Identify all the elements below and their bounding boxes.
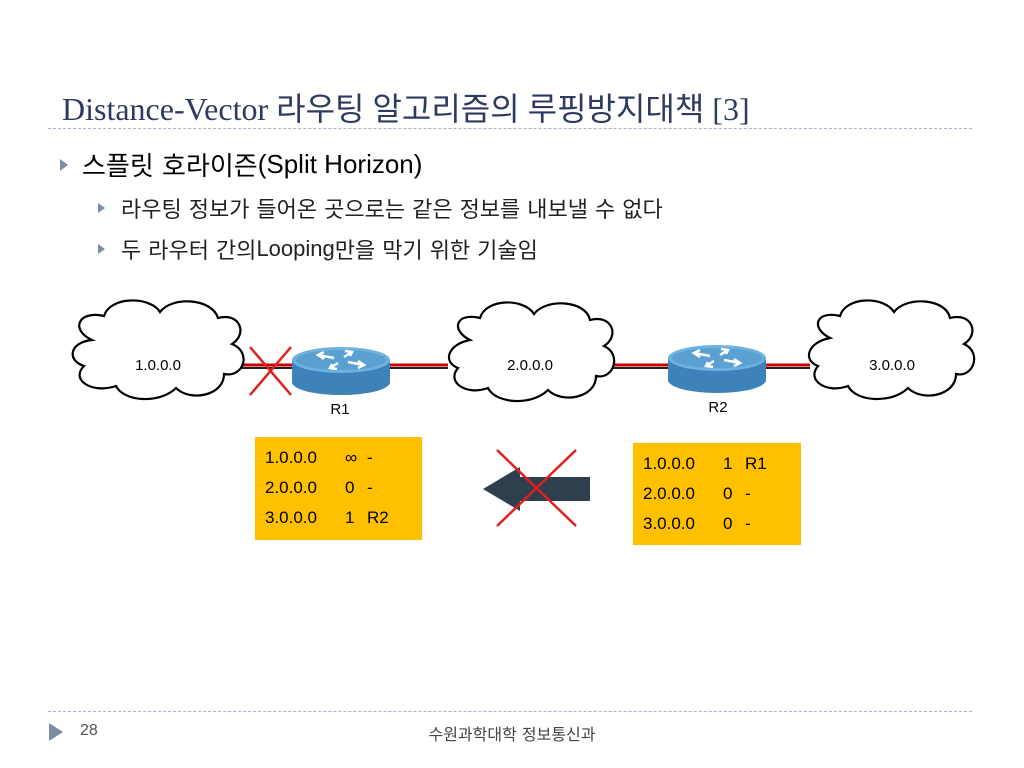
sub-bullet-2-en: Looping [256,236,335,261]
table-row: 2.0.0.0 0 - [265,473,412,503]
table-cell-nexthop: R1 [745,454,767,473]
sub-bullet-2-post: 만을 막기 위한 기술임 [334,239,538,264]
cloud-network-2: 2.0.0.0 [447,301,616,403]
sub-bullet-2-pre: 두 라우터 간의 [121,239,257,264]
bullet-main-en: (Split Horizon) [257,149,423,179]
footer-arrow-icon [49,723,63,741]
bullet-main-ko: 스플릿 호라이즌 [82,152,258,182]
table-cell-hops: 0 [723,484,733,503]
router-r1-label: R1 [330,401,349,418]
table-cell-hops: 1 [345,508,355,527]
blocked-cross-icon [249,346,292,396]
bullet-arrow-icon [60,158,68,171]
page-number: 28 [80,722,98,739]
bullet-split-horizon: 스플릿 호라이즌(Split Horizon) [60,146,422,183]
cloud-network-3: 3.0.0.0 [807,299,976,401]
table-cell-nexthop: - [367,448,373,467]
router-r2-icon: R2 [668,345,766,416]
table-row: 1.0.0.0 ∞ - [265,443,412,473]
table-cell-nexthop: - [745,484,751,503]
network-2-label: 2.0.0.0 [507,357,553,374]
table-cell-nexthop: - [367,478,373,497]
table-cell-network: 3.0.0.0 [643,514,695,533]
sub-bullet-1-text: 라우팅 정보가 들어온 곳으로는 같은 정보를 내보낼 수 없다 [121,198,663,223]
table-cell-network: 1.0.0.0 [643,454,695,473]
table-cell-network: 1.0.0.0 [265,448,317,467]
table-row: 3.0.0.0 1 R2 [265,503,412,533]
network-3-label: 3.0.0.0 [869,357,915,374]
table-cell-network: 2.0.0.0 [265,478,317,497]
title-divider [48,128,972,129]
sub-bullet-1: 라우팅 정보가 들어온 곳으로는 같은 정보를 내보낼 수 없다 [98,192,663,224]
router-r1-icon: R1 [292,347,390,418]
r2-routing-table: 1.0.0.0 1 R1 2.0.0.0 0 - 3.0.0.0 0 - [633,443,801,545]
table-cell-network: 3.0.0.0 [265,508,317,527]
table-row: 2.0.0.0 0 - [643,479,791,509]
sub-bullet-arrow-icon [98,203,105,213]
cloud-network-1: 1.0.0.0 [71,299,245,401]
table-cell-nexthop: R2 [367,508,389,527]
table-cell-hops: ∞ [345,448,358,467]
sub-bullet-arrow-icon [98,244,105,254]
table-row: 1.0.0.0 1 R1 [643,449,791,479]
network-1-label: 1.0.0.0 [135,357,181,374]
table-row: 3.0.0.0 0 - [643,509,791,539]
footer-divider [48,711,972,712]
table-cell-hops: 0 [345,478,355,497]
update-arrow-blocked-icon [483,449,590,527]
table-cell-network: 2.0.0.0 [643,484,695,503]
slide-title: Distance-Vector 라우팅 알고리즘의 루핑방지대책 [3] [62,91,750,127]
router-r2-label: R2 [708,399,727,416]
table-cell-hops: 1 [723,454,733,473]
footer-institution: 수원과학대학 정보통신과 [428,725,596,744]
r1-routing-table: 1.0.0.0 ∞ - 2.0.0.0 0 - 3.0.0.0 1 R2 [255,437,422,540]
table-cell-nexthop: - [745,514,751,533]
table-cell-hops: 0 [723,514,733,533]
